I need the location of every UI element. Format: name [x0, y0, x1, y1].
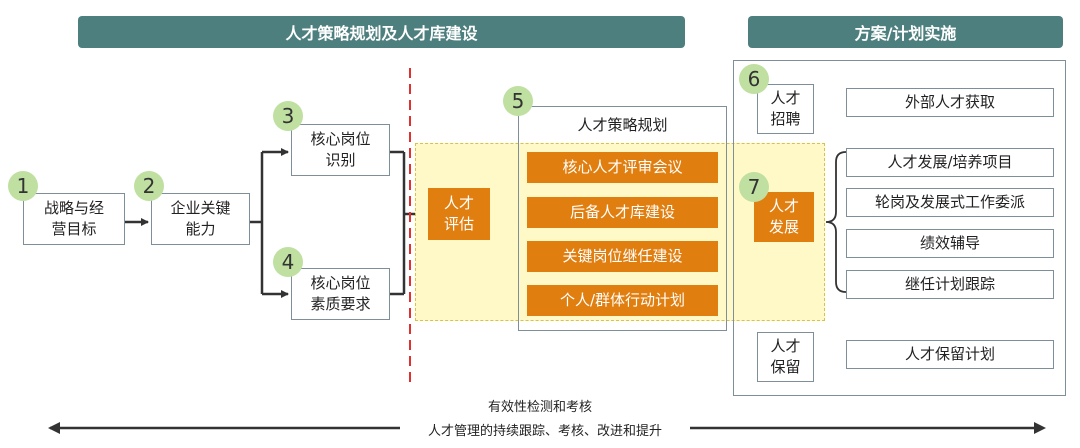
strategy-item-reserve-pool: 后备人才库建设 — [527, 197, 718, 228]
development-item-performance-coaching: 绩效辅导 — [846, 229, 1054, 258]
header-strategy-planning: 人才策略规划及人才库建设 — [78, 16, 685, 48]
step-number-5: 5 — [503, 86, 533, 116]
footer-arrow-left-head — [48, 422, 60, 434]
step-number-3: 3 — [273, 101, 303, 131]
step-number-2: 2 — [134, 171, 164, 201]
talent-retention: 人才 保留 — [757, 332, 814, 382]
step-number-6: 6 — [739, 64, 769, 94]
header-implementation: 方案/计划实施 — [748, 16, 1063, 48]
step-key-capabilities: 企业关键 能力 — [151, 193, 250, 245]
strategy-planning-container — [518, 106, 727, 331]
step-core-position-requirements: 核心岗位 素质要求 — [291, 268, 390, 320]
retention-item-plan: 人才保留计划 — [846, 340, 1054, 369]
footer-line-1: 有效性检测和考核 — [487, 399, 592, 415]
strategy-item-review-meeting: 核心人才评审会议 — [527, 152, 718, 183]
talent-recruitment: 人才 招聘 — [757, 84, 814, 134]
strategy-item-succession: 关键岗位继任建设 — [527, 241, 718, 272]
development-item-training: 人才发展/培养项目 — [846, 148, 1054, 177]
development-item-succession-tracking: 继任计划跟踪 — [846, 270, 1054, 299]
step-core-position-identify: 核心岗位 识别 — [291, 124, 390, 176]
footer-line-2: 人才管理的持续跟踪、考核、改进和提升 — [427, 423, 662, 439]
strategy-planning-title: 人才策略规划 — [577, 115, 668, 134]
development-brace — [825, 151, 847, 293]
footer-arrow-right-head — [1034, 422, 1046, 434]
implementation-container — [733, 60, 1066, 396]
recruit-item-external: 外部人才获取 — [846, 88, 1054, 117]
talent-assessment: 人才 评估 — [428, 188, 490, 240]
talent-development: 人才 发展 — [754, 192, 814, 242]
step-number-7: 7 — [739, 172, 769, 202]
development-item-rotation: 轮岗及发展式工作委派 — [846, 188, 1054, 217]
step-number-1: 1 — [8, 171, 38, 201]
step-number-4: 4 — [273, 247, 303, 277]
step-strategy-goals: 战略与经 营目标 — [23, 193, 125, 245]
strategy-item-action-plan: 个人/群体行动计划 — [527, 285, 718, 316]
